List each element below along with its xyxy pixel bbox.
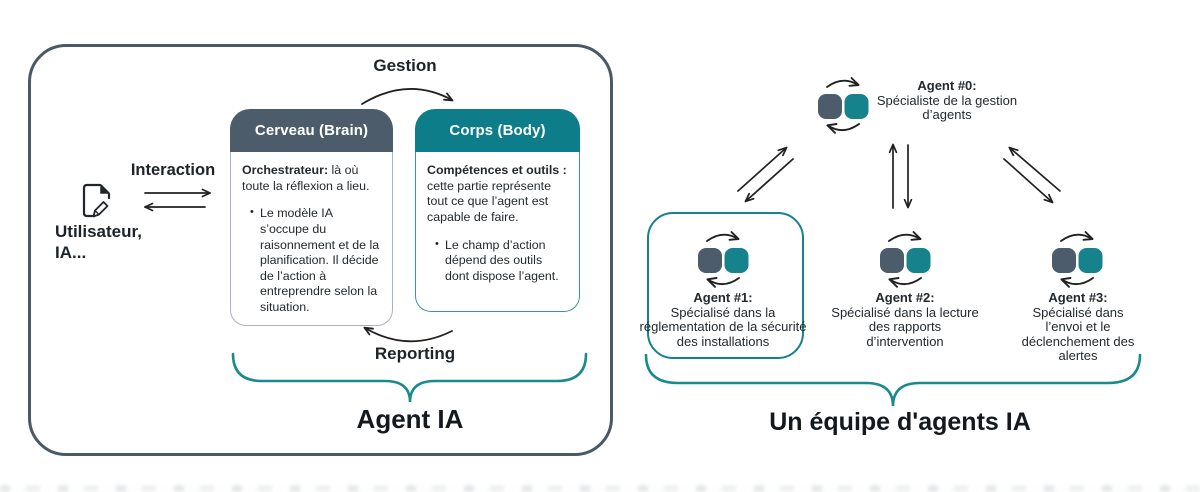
brain-card-body: Orchestrateur: là où toute la réflexion … (230, 152, 393, 326)
reporting-label: Reporting (374, 344, 456, 363)
brain-card-title: Cerveau (Brain) (230, 109, 393, 152)
agent-3-cycle-icon (1049, 227, 1105, 289)
user-label: Utilisateur, IA... (55, 221, 142, 263)
body-card-lead-bold: Compétences et outils : (427, 163, 567, 177)
agent-2-label: Agent #2: Spécialisé dans la lecture des… (830, 290, 980, 349)
brain-card-bullet: Le modèle IA s’occupe du raisonnement et… (250, 206, 380, 315)
user-label-line1: Utilisateur, (55, 222, 142, 241)
agent0-agent1-arrows (737, 146, 794, 203)
agent-1-description: Spécialisé dans la réglementation de la … (639, 304, 807, 349)
agent-2-description: Spécialisé dans la lecture des rapports … (831, 304, 979, 349)
body-card-body: Compétences et outils : cette partie rep… (415, 152, 580, 312)
agent-cycle-icon (880, 231, 931, 288)
body-card-bullets: Le champ d’action dépend des outils dont… (427, 238, 569, 285)
agent-cycle-icon (1052, 231, 1103, 288)
body-card-lead: Compétences et outils : cette partie rep… (427, 163, 569, 226)
gestion-label: Gestion (373, 56, 437, 75)
brain-card-bullets: Le modèle IA s’occupe du raisonnement et… (242, 206, 382, 315)
brain-card-lead-bold: Orchestrateur: (242, 163, 329, 177)
agent-3-description: Spécialisé dans l’envoi et le déclenchem… (1021, 304, 1135, 364)
agent-ia-caption: Agent IA (356, 404, 464, 434)
agent-cycle-icon (698, 231, 749, 288)
agent-1-label: Agent #1: Spécialisé dans la réglementat… (638, 290, 808, 349)
body-card: Corps (Body) Compétences et outils : cet… (415, 109, 580, 312)
agent-ia-frame (28, 44, 613, 456)
brain-card-lead: Orchestrateur: là où toute la réflexion … (242, 163, 382, 194)
agent-0-cycle-icon (815, 73, 871, 135)
body-card-bullet: Le champ d’action dépend des outils dont… (435, 238, 565, 285)
agent-0-description: Spécialiste de la gestion d’agents (876, 92, 1018, 123)
agent0-agent3-arrows (1003, 146, 1061, 204)
agent-cycle-icon (818, 77, 869, 134)
agent-2-cycle-icon (877, 227, 933, 289)
body-card-lead-rest: cette partie représente tout ce que l’ag… (427, 178, 551, 224)
agent-3-title: Agent #3: (1048, 290, 1108, 305)
equipe-caption: Un équipe d'agents IA (769, 408, 1031, 436)
interaction-label: Interaction (130, 161, 216, 179)
brain-card-lead-rest: là où toute la réflexion a lieu. (242, 163, 370, 193)
agent-1-cycle-icon (695, 227, 751, 289)
user-label-line2: IA... (55, 243, 87, 262)
agent-3-label: Agent #3: Spécialisé dans l’envoi et le … (1013, 290, 1143, 364)
agent-0-title: Agent #0: (917, 78, 977, 93)
body-card-title: Corps (Body) (415, 109, 580, 152)
agent-0-label: Agent #0: Spécialiste de la gestion d’ag… (862, 78, 1032, 123)
agent0-agent2-arrows (888, 143, 913, 209)
agent-1-title: Agent #1: (693, 290, 753, 305)
agent-2-title: Agent #2: (875, 290, 935, 305)
bottom-crop-artifact (0, 485, 1200, 492)
brain-card: Cerveau (Brain) Orchestrateur: là où tou… (230, 109, 393, 326)
